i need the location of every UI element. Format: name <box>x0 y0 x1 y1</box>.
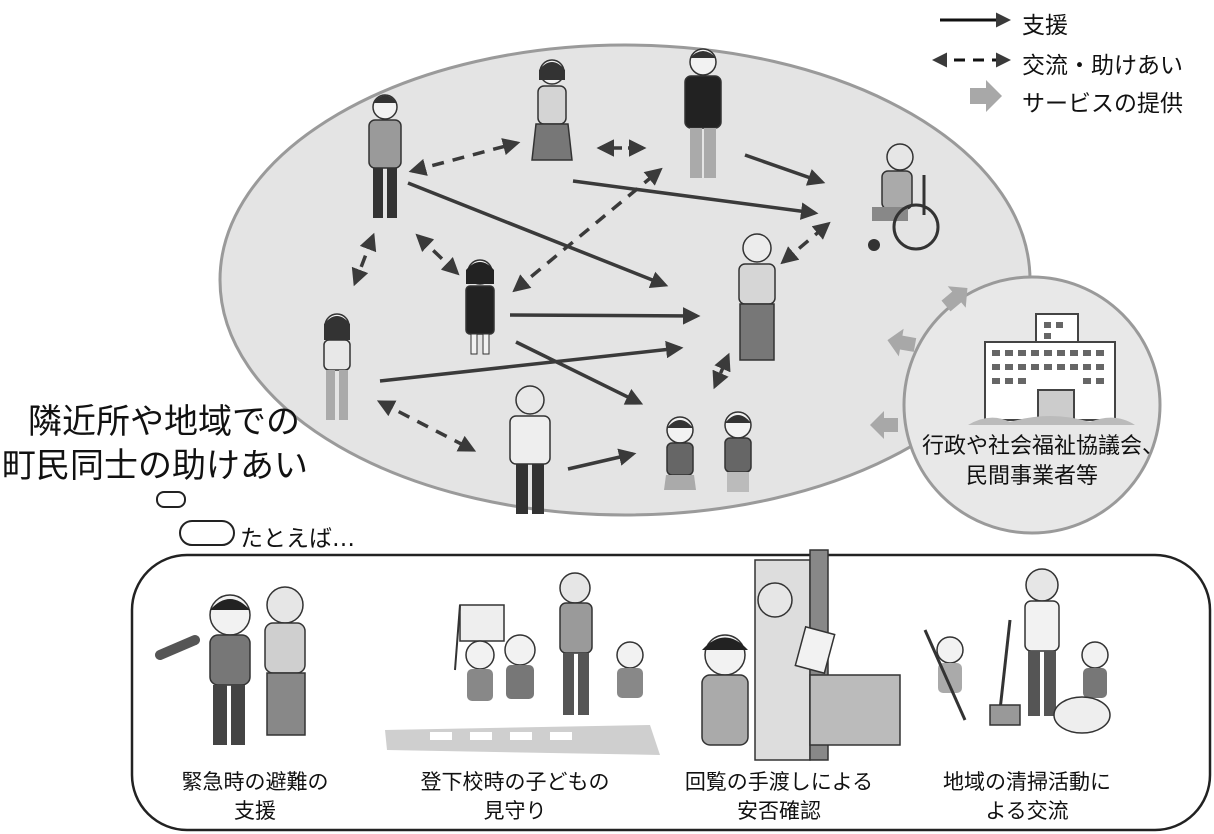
service-arrows <box>870 286 968 439</box>
exchange-arrow <box>408 138 521 176</box>
support-arrow <box>567 448 637 471</box>
small-oval <box>156 491 186 508</box>
exchange-arrows <box>351 138 831 452</box>
example-label-school-watch-line1: 登下校時の子どもの <box>420 770 610 794</box>
person-figure <box>368 94 402 218</box>
person-figure <box>684 48 722 178</box>
person-figure <box>465 259 495 355</box>
exchange-arrow <box>415 233 460 276</box>
wheelchair-icon <box>868 143 940 251</box>
person-figure <box>323 313 351 420</box>
government-label-line2: 民間事業者等 <box>965 464 1098 489</box>
exchange-arrow <box>780 221 831 265</box>
community-caption-line2: 町民同士の助けあい <box>2 446 308 486</box>
examples-intro: たとえば… <box>240 526 355 552</box>
support-arrow <box>379 340 684 383</box>
legend-support-label: 支援 <box>1022 13 1068 39</box>
legend-service-label: サービスの提供 <box>1022 91 1183 117</box>
example-label-cleanup-line2: よる交流 <box>985 799 1069 823</box>
office-building-icon <box>968 313 1135 425</box>
example-label-school-watch-line2: 見守り <box>483 799 547 823</box>
example-illustration-cleanup <box>923 568 1111 734</box>
person-figure <box>738 233 776 361</box>
example-label-evacuation-line1: 緊急時の避難の <box>181 770 329 794</box>
example-label-safety-check-line1: 回覧の手渡しによる <box>684 770 874 794</box>
person-figure <box>664 416 696 490</box>
legend <box>932 12 1011 112</box>
legend-service-arrow <box>970 80 1002 112</box>
exchange-arrow <box>351 232 377 287</box>
exchange-arrow <box>712 352 731 390</box>
example-label-cleanup-line1: 地域の清掃活動に <box>943 770 1111 794</box>
service-arrow-2 <box>887 328 917 357</box>
example-illustration-safety-check <box>701 549 901 761</box>
support-arrow <box>509 307 701 325</box>
service-arrow-1 <box>941 286 968 312</box>
example-illustration-evacuation <box>155 586 306 745</box>
support-arrow <box>744 153 826 186</box>
community-caption-line1: 隣近所や地域での <box>28 402 300 442</box>
exchange-arrow <box>376 400 477 452</box>
community-ellipse <box>218 43 1032 517</box>
person-figure <box>531 59 573 161</box>
government-label-line1: 行政や社会福祉協議会、 <box>922 434 1165 459</box>
example-label-evacuation-line2: 支援 <box>234 799 276 823</box>
example-label-safety-check-line2: 安否確認 <box>737 799 821 823</box>
person-figure <box>724 411 752 492</box>
person-figure <box>509 385 551 514</box>
legend-exchange-label: 交流・助けあい <box>1022 53 1183 79</box>
example-illustration-school-watch <box>385 572 660 755</box>
service-arrow-3 <box>870 411 898 439</box>
support-arrow <box>515 340 644 405</box>
exchange-arrow <box>512 167 663 293</box>
examples-box <box>130 553 1212 832</box>
small-oval <box>179 520 235 546</box>
